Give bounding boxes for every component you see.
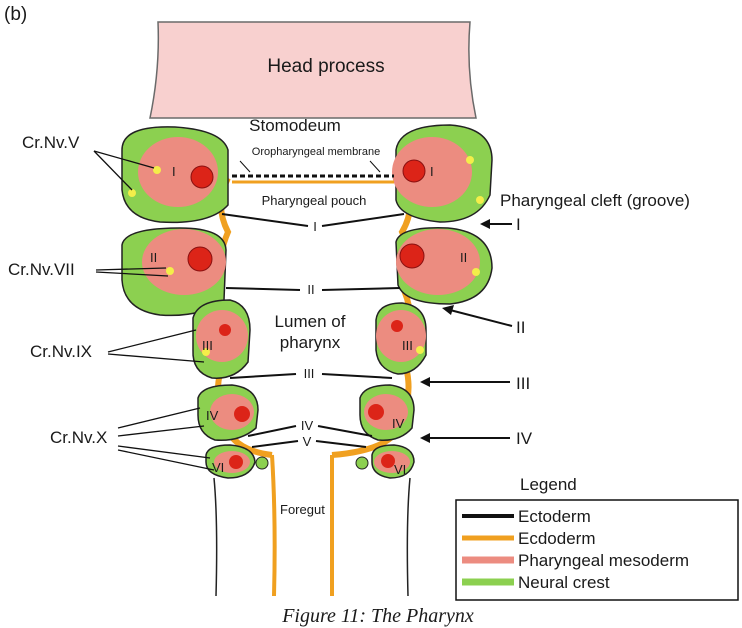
right-arch-numeral-2: II bbox=[460, 250, 467, 265]
right-arch-numeral-1: I bbox=[430, 164, 434, 179]
right-arch-1 bbox=[392, 124, 493, 223]
left-arch-numeral-4: IV bbox=[206, 408, 219, 423]
pouch-line-3-right bbox=[321, 373, 393, 379]
legend-label-endoderm: Ecdoderm bbox=[518, 529, 595, 548]
legend-item-endoderm: Ecdoderm bbox=[462, 529, 595, 548]
oropharyngeal-membrane-label: Oropharyngeal membrane bbox=[252, 146, 380, 158]
right-arch-3 bbox=[375, 302, 427, 375]
cr-nv-ix-leader-2 bbox=[107, 353, 205, 363]
left-arch-numeral-2: II bbox=[150, 250, 157, 265]
cleft-numeral-1: I bbox=[516, 215, 521, 234]
pouch-line-1-right bbox=[321, 213, 405, 227]
foregut-outline bbox=[213, 477, 411, 597]
head-process-label: Head process bbox=[267, 56, 384, 77]
cr-nv-v-label: Cr.Nv.V bbox=[22, 133, 80, 152]
left-arch-1 bbox=[121, 126, 229, 224]
pouch-line-2-right bbox=[321, 287, 401, 291]
lumen-label-line2: pharynx bbox=[280, 333, 341, 352]
legend-item-neural-crest: Neural crest bbox=[462, 573, 610, 592]
legend-title: Legend bbox=[520, 475, 577, 494]
pouch-numeral-1: I bbox=[313, 219, 317, 234]
pouch-line-4-right bbox=[317, 425, 373, 437]
pharyngeal-pouch-label: Pharyngeal pouch bbox=[262, 193, 367, 208]
membrane-pointer-left bbox=[239, 160, 251, 173]
cr-nv-vii-label: Cr.Nv.VII bbox=[8, 260, 75, 279]
pouch-line-1-left bbox=[221, 213, 309, 227]
cr-nv-v-leader-2 bbox=[93, 150, 133, 191]
pouch-line-5-left bbox=[251, 440, 299, 448]
cr-nv-ix-label: Cr.Nv.IX bbox=[30, 342, 92, 361]
cr-nv-v-leader-1 bbox=[93, 150, 155, 169]
pouch-numeral-5: V bbox=[303, 434, 312, 449]
foregut-endoderm bbox=[270, 454, 335, 597]
cr-nv-x-leader-3 bbox=[117, 445, 211, 459]
cr-nv-vii-leader-1 bbox=[95, 267, 167, 271]
panel-label: (b) bbox=[4, 4, 27, 25]
cr-nv-x-leader-1 bbox=[117, 407, 201, 429]
pouch-numeral-2: II bbox=[307, 282, 314, 297]
cleft-numeral-4: IV bbox=[516, 429, 533, 448]
cleft-numeral-2: II bbox=[516, 318, 525, 337]
left-arch-numeral-6: VI bbox=[212, 460, 224, 475]
pouch-numeral-3: III bbox=[304, 366, 315, 381]
cr-nv-x-label: Cr.Nv.X bbox=[50, 428, 107, 447]
cleft-arrowhead-3 bbox=[420, 377, 430, 387]
cleft-arrowhead-4 bbox=[420, 433, 430, 443]
pouch-numeral-4: IV bbox=[301, 418, 314, 433]
left-arch-numeral-3: III bbox=[202, 338, 213, 353]
head-process bbox=[149, 21, 477, 119]
cr-nv-x-leader-2 bbox=[117, 425, 205, 437]
left-arch-3 bbox=[192, 299, 251, 379]
cleft-arrowhead-1 bbox=[480, 219, 490, 229]
cr-nv-ix-leader-1 bbox=[107, 329, 197, 353]
pouch-line-5-right bbox=[315, 440, 367, 448]
membrane-pointer-right bbox=[369, 160, 381, 173]
cleft-arrow-2 bbox=[449, 309, 513, 327]
legend-item-ectoderm: Ectoderm bbox=[462, 507, 591, 526]
legend-label-ectoderm: Ectoderm bbox=[518, 507, 591, 526]
right-arch-numeral-6: VI bbox=[394, 462, 406, 477]
left-arch-4 bbox=[197, 384, 259, 441]
legend-item-mesoderm: Pharyngeal mesoderm bbox=[462, 551, 689, 570]
legend-label-neural-crest: Neural crest bbox=[518, 573, 610, 592]
pharyngeal-cleft-label: Pharyngeal cleft (groove) bbox=[500, 191, 690, 210]
left-arch-6 bbox=[205, 444, 269, 479]
pouch-line-3-left bbox=[229, 373, 297, 379]
figure-caption: Figure 11: The Pharynx bbox=[281, 605, 474, 627]
foregut-label: Foregut bbox=[280, 502, 325, 517]
cr-nv-vii-leader-2 bbox=[95, 271, 169, 277]
pouch-line-2-left bbox=[225, 287, 301, 291]
left-arch-numeral-1: I bbox=[172, 164, 176, 179]
legend-label-mesoderm: Pharyngeal mesoderm bbox=[518, 551, 689, 570]
right-arch-2 bbox=[395, 227, 493, 305]
right-arch-6 bbox=[355, 444, 415, 479]
pouch-line-4-left bbox=[247, 425, 297, 437]
right-arch-numeral-3: III bbox=[402, 338, 413, 353]
cleft-numeral-3: III bbox=[516, 374, 530, 393]
stomodeum-label: Stomodeum bbox=[249, 116, 341, 135]
right-arch-4 bbox=[359, 384, 415, 441]
cr-nv-x-leader-4 bbox=[117, 449, 215, 471]
right-arch-numeral-4: IV bbox=[392, 416, 405, 431]
cleft-arrowhead-2 bbox=[442, 305, 454, 315]
lumen-label-line1: Lumen of bbox=[275, 312, 346, 331]
